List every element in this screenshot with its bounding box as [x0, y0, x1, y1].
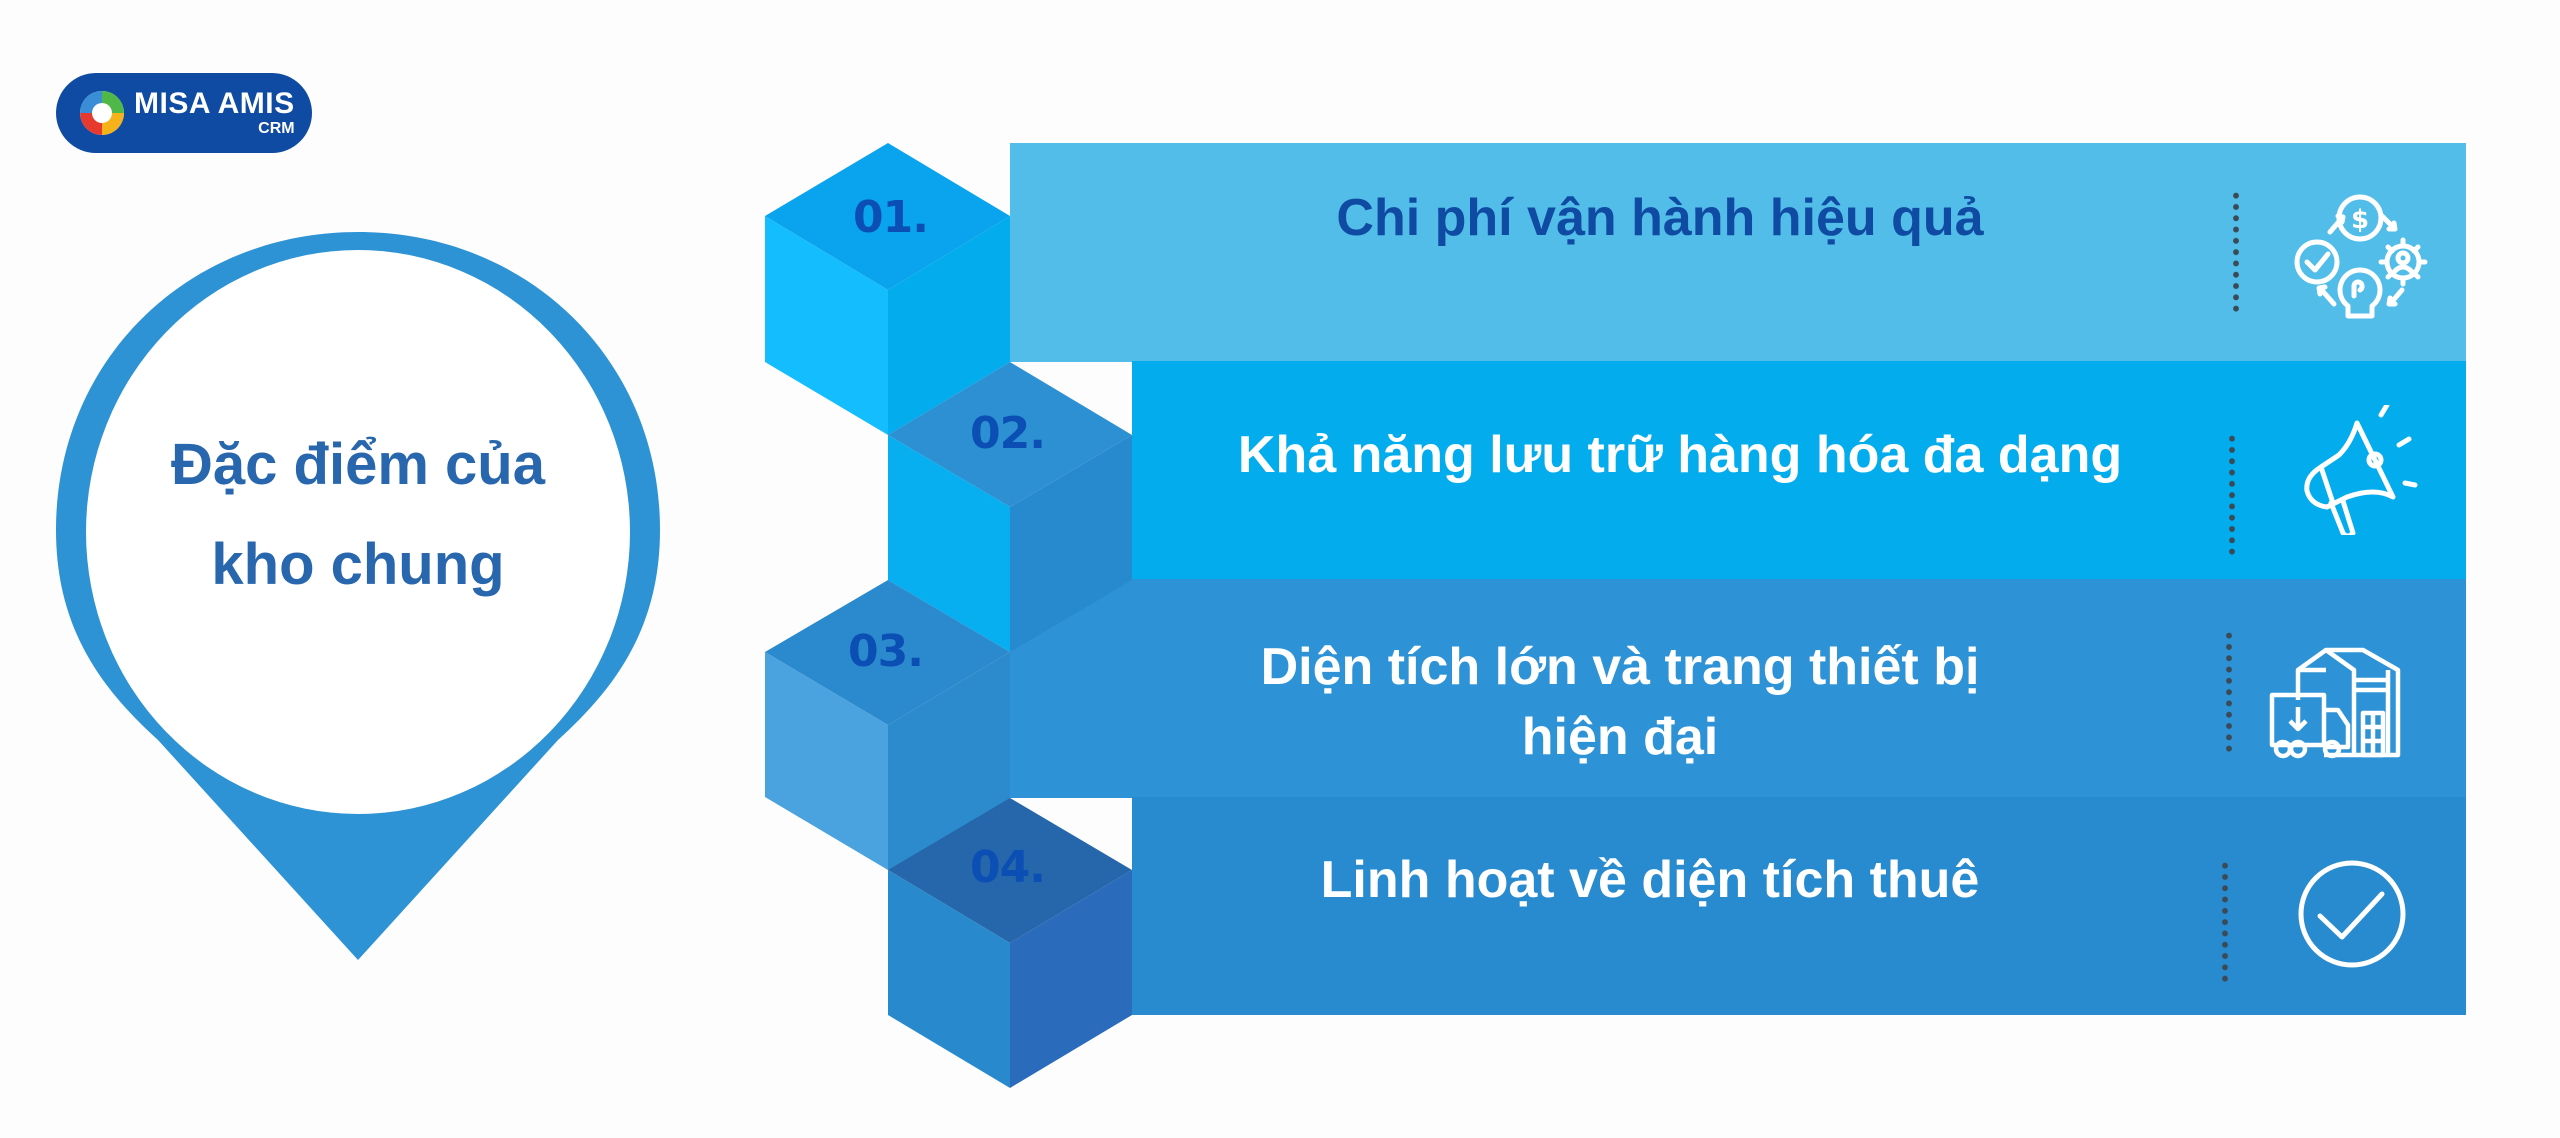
cube-3 — [765, 580, 1010, 870]
row-1-label: Chi phí vận hành hiệu quả — [1336, 189, 1984, 247]
step-number-1: 01. — [853, 192, 929, 243]
check-circle-icon — [2298, 860, 2406, 968]
warehouse-truck-icon — [2269, 647, 2401, 759]
row-1-band — [1010, 143, 2466, 362]
pin-title: Đặc điểm của kho chung — [48, 415, 668, 615]
row-1-dotted-divider — [2233, 190, 2239, 314]
location-pin-shape — [56, 232, 660, 960]
logo-product-text: CRM — [258, 120, 295, 137]
row-2-band — [1132, 361, 2466, 580]
step-number-4: 04. — [970, 842, 1046, 893]
row-4-band — [1132, 797, 2466, 1015]
pin-title-line-2: kho chung — [211, 532, 505, 597]
row-4-label: Linh hoạt về diện tích thuê — [1320, 851, 1980, 909]
cost-efficiency-cycle-icon: $ — [2294, 194, 2428, 319]
row-2-label: Khả năng lưu trữ hàng hóa đa dạng — [1237, 426, 2123, 484]
svg-text:$: $ — [2351, 205, 2369, 235]
megaphone-icon — [2304, 405, 2418, 535]
row-3-dotted-divider — [2226, 630, 2232, 754]
row-3-band — [1010, 579, 2466, 798]
row-2-dotted-divider — [2229, 433, 2235, 557]
cube-4 — [888, 798, 1132, 1088]
misa-logo-mark-icon — [80, 91, 124, 135]
step-number-2: 02. — [970, 408, 1046, 459]
row-4-dotted-divider — [2222, 860, 2228, 984]
cube-2 — [888, 362, 1132, 652]
misa-amis-logo: MISA AMIS CRM — [56, 73, 312, 153]
logo-brand-text: MISA AMIS — [134, 87, 295, 120]
pin-title-line-1: Đặc điểm của — [171, 432, 545, 497]
step-number-3: 03. — [848, 626, 924, 677]
cube-1 — [765, 143, 1010, 435]
row-3-label: Diện tích lớn và trang thiết bị hiện đại — [1260, 638, 1980, 766]
